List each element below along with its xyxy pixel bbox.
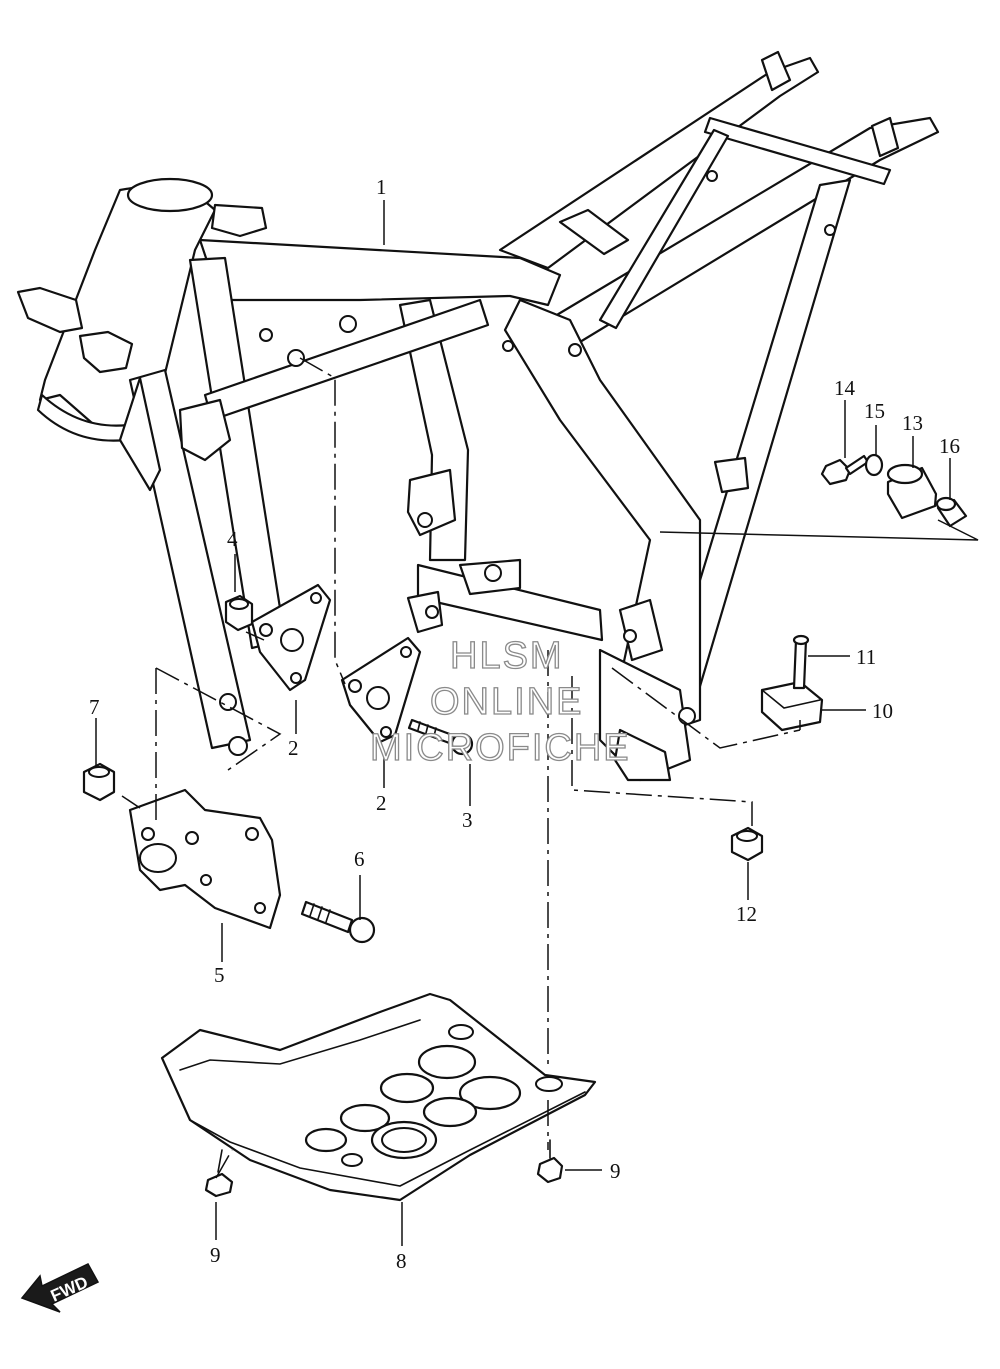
watermark-line-2: ONLINE	[430, 681, 583, 723]
frame-hole-3	[228, 736, 248, 756]
frame-hole-8	[678, 707, 696, 725]
nut-4	[224, 594, 254, 632]
frame-assembly	[16, 50, 940, 782]
callout-1: 1	[376, 175, 387, 199]
head-stay-bracket	[16, 286, 84, 334]
callout-13: 13	[902, 411, 923, 435]
rear-tab-a	[713, 456, 750, 494]
leader-lines	[95, 200, 979, 1246]
bolt-14	[820, 454, 870, 486]
frame-hole-4	[219, 693, 237, 711]
nut-7	[82, 762, 116, 802]
watermark-line-3: MICROFICHE	[370, 727, 631, 769]
callout-2-left: 2	[288, 736, 299, 760]
rear-end-tab-upper	[760, 50, 792, 92]
rear-end-tab-lower	[870, 116, 900, 158]
callout-5: 5	[214, 963, 225, 987]
nut-12	[730, 826, 764, 862]
skid-plate-8	[160, 992, 597, 1202]
bolt-11	[792, 634, 810, 690]
callout-3: 3	[462, 808, 473, 832]
frame-hole-14	[259, 328, 273, 342]
callout-8: 8	[396, 1249, 407, 1273]
engine-mount-plate-right	[340, 636, 422, 744]
front-gusset	[118, 376, 162, 492]
seat-mount-bracket	[558, 208, 630, 256]
callout-14: 14	[834, 376, 856, 400]
frame-hole-12	[824, 224, 836, 236]
fwd-direction-badge: FWD	[20, 1263, 100, 1313]
callout-7: 7	[89, 695, 100, 719]
frame-hole-7	[484, 564, 502, 582]
callout-9-left: 9	[210, 1243, 221, 1267]
callout-4: 4	[227, 527, 238, 551]
washer-15	[864, 453, 884, 477]
bolt-9-right	[536, 1139, 564, 1184]
head-stay-bracket-lower	[78, 330, 134, 374]
frame-hole-6	[425, 605, 439, 619]
rear-cross-tube	[703, 116, 892, 186]
engine-mount-plate-left	[250, 583, 332, 692]
bolt-9-left	[204, 1149, 234, 1198]
frame-hole-11	[623, 629, 637, 643]
rear-tab-b	[618, 598, 664, 662]
frame-hole-10	[502, 340, 514, 352]
frame-hole-1	[287, 349, 305, 367]
engine-mount-tab-left	[178, 398, 232, 462]
bracket-5	[128, 788, 282, 930]
bolt-6	[300, 900, 376, 944]
callout-15: 15	[864, 399, 885, 423]
swingarm-pivot-boss	[613, 728, 672, 782]
main-top-tube	[198, 238, 562, 307]
callout-6: 6	[354, 847, 365, 871]
callout-12: 12	[736, 902, 757, 926]
front-downtube	[128, 368, 252, 750]
frame-hole-13	[706, 170, 718, 182]
callout-11: 11	[856, 645, 876, 669]
pivot-cross-tube	[416, 563, 604, 642]
callout-9-right: 9	[610, 1159, 621, 1183]
spacer-16	[935, 496, 968, 528]
callout-10: 10	[872, 699, 893, 723]
watermark: HLSM ONLINE MICROFICHE	[369, 634, 631, 769]
collar-13	[886, 463, 938, 520]
rubber-mount-10	[760, 680, 824, 732]
frame-hole-5	[417, 512, 433, 528]
steering-head-top	[126, 177, 214, 213]
head-top-bracket	[210, 203, 268, 238]
frame-hole-9	[568, 343, 582, 357]
watermark-line-1: HLSM	[450, 635, 564, 677]
bolt-3	[407, 718, 474, 756]
callout-labels: 1 2 2 3 4 5 6 7 8 9 9 10 11 12 13 14 15 …	[89, 175, 960, 1273]
callout-16: 16	[939, 434, 960, 458]
callout-2-right: 2	[376, 791, 387, 815]
frame-hole-2	[339, 315, 357, 333]
rear-diagonal-brace	[598, 128, 730, 330]
fwd-arrow-icon	[20, 1263, 100, 1313]
